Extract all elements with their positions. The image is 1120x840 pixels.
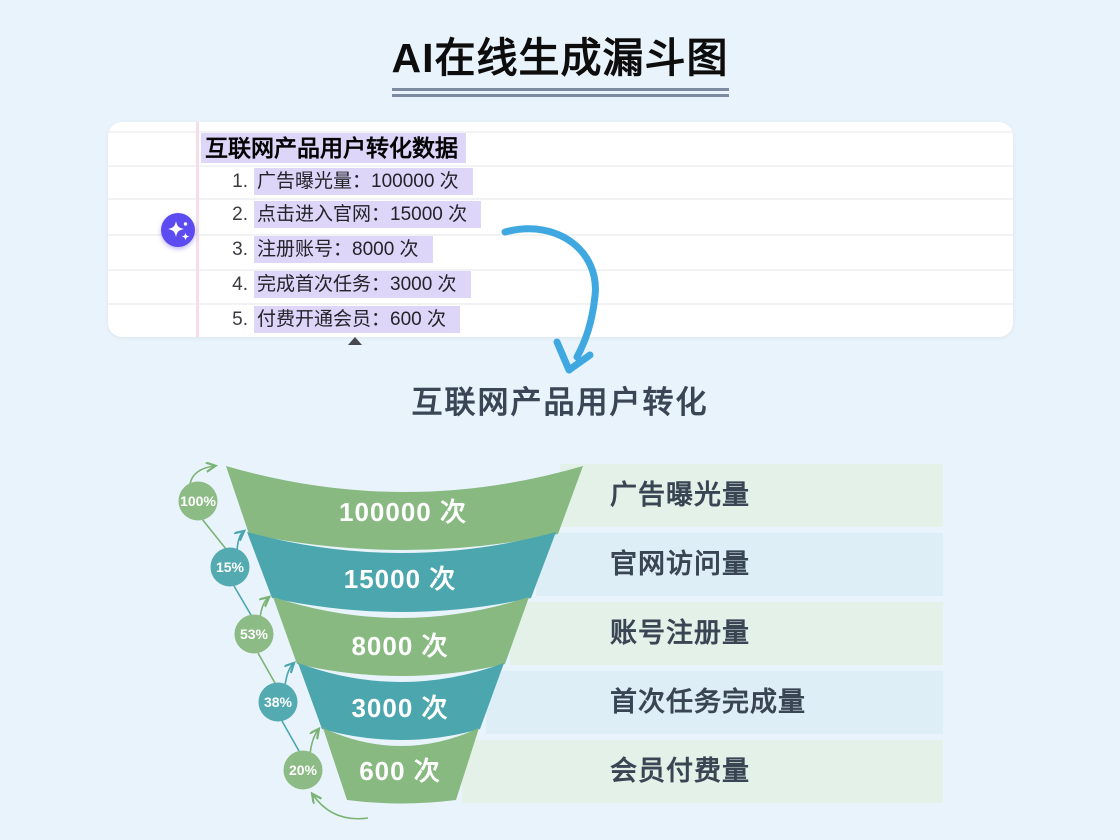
- stage-band: [462, 740, 943, 803]
- funnel-segment-5: [323, 728, 479, 804]
- badge-connector: [233, 585, 252, 616]
- page-title-text: AI在线生成漏斗图: [391, 35, 729, 97]
- percent-badge: 15%: [210, 547, 250, 587]
- conversion-arrow: [260, 598, 268, 619]
- percent-badge-text: 53%: [240, 626, 269, 642]
- conversion-arrow: [309, 730, 318, 755]
- stage-band: [560, 464, 943, 527]
- funnel-segment-2: [247, 532, 556, 612]
- percent-badge-text: 38%: [264, 694, 293, 710]
- stage-band: [510, 602, 943, 665]
- stage-label: 账号注册量: [610, 617, 750, 648]
- list-item[interactable]: 2. 点击进入官网：15000 次: [224, 201, 482, 228]
- stage-label: 会员付费量: [610, 756, 750, 786]
- conversion-arrow: [285, 664, 293, 687]
- percent-badge-text: 20%: [289, 762, 318, 778]
- arrow-stroke: [501, 225, 599, 361]
- funnel-segment-1: [226, 466, 583, 550]
- editor-card[interactable]: 互联网产品用户转化数据 1. 广告曝光量：100000 次 2. 点击进入官网：15…: [108, 122, 1013, 337]
- percent-badge-text: 15%: [216, 559, 245, 575]
- stage-label: 广告曝光量: [610, 480, 750, 510]
- list-item-number: 5.: [232, 309, 248, 330]
- stage-label: 首次任务完成量: [610, 686, 806, 717]
- stage-value: 600 次: [359, 756, 441, 786]
- doc-heading-text[interactable]: 互联网产品用户转化数据: [201, 133, 466, 163]
- list-item-text[interactable]: 点击进入官网：15000 次: [254, 201, 482, 228]
- selection-handle-triangle[interactable]: [348, 337, 362, 345]
- conversion-arrow: [237, 532, 243, 552]
- percent-badge: 20%: [283, 750, 323, 790]
- row-divider: [108, 303, 1013, 305]
- stage-value: 15000 次: [344, 564, 457, 594]
- list-item-text[interactable]: 注册账号：8000 次: [254, 236, 433, 263]
- column-guide-line: [196, 122, 199, 337]
- list-item[interactable]: 5. 付费开通会员：600 次: [224, 306, 460, 333]
- list-item-number: 3.: [232, 239, 248, 260]
- row-divider: [108, 165, 1013, 167]
- funnel-chart-title: 互联网产品用户转化: [411, 385, 709, 420]
- row-divider: [108, 269, 1013, 271]
- stage-label: 官网访问量: [610, 548, 750, 579]
- badge-connector: [257, 652, 276, 684]
- percent-badge-text: 100%: [180, 493, 216, 509]
- stage-band: [486, 671, 943, 734]
- list-item-text[interactable]: 广告曝光量：100000 次: [254, 168, 473, 195]
- list-item-number: 4.: [232, 274, 248, 295]
- funnel-segment-3: [273, 597, 529, 676]
- list-item-text[interactable]: 完成首次任务：3000 次: [254, 271, 471, 298]
- sparkle-icon: [168, 221, 190, 241]
- badge-connector: [281, 720, 300, 752]
- curved-arrow-icon: [501, 225, 599, 374]
- stage-value: 3000 次: [351, 693, 448, 723]
- funnel-segment-4: [298, 663, 504, 740]
- row-divider: [108, 131, 1013, 133]
- doc-heading[interactable]: 互联网产品用户转化数据: [201, 132, 466, 164]
- conversion-arrow: [313, 795, 369, 820]
- percent-badge: 38%: [258, 682, 298, 722]
- list-item[interactable]: 1. 广告曝光量：100000 次: [224, 168, 473, 195]
- stage-band: [536, 533, 943, 596]
- percent-badge: 53%: [234, 614, 274, 654]
- row-divider: [108, 198, 1013, 200]
- list-item-text[interactable]: 付费开通会员：600 次: [254, 306, 460, 333]
- badge-connector: [201, 518, 227, 550]
- list-item-number: 1.: [232, 171, 248, 192]
- list-item[interactable]: 4. 完成首次任务：3000 次: [224, 271, 471, 298]
- percent-badge: 100%: [178, 481, 218, 521]
- list-item[interactable]: 3. 注册账号：8000 次: [224, 236, 433, 263]
- stage-value: 8000 次: [351, 631, 448, 661]
- arrow-head: [553, 338, 594, 374]
- stage-value: 100000 次: [339, 497, 467, 527]
- funnel-chart: 广告曝光量 官网访问量 账号注册量 首次任务完成量 会员付费量 100000 次…: [178, 440, 943, 820]
- list-item-number: 2.: [232, 204, 248, 225]
- ai-sparkle-button[interactable]: [161, 213, 195, 247]
- page-title: AI在线生成漏斗图: [0, 24, 1120, 97]
- conversion-arrow: [189, 466, 214, 485]
